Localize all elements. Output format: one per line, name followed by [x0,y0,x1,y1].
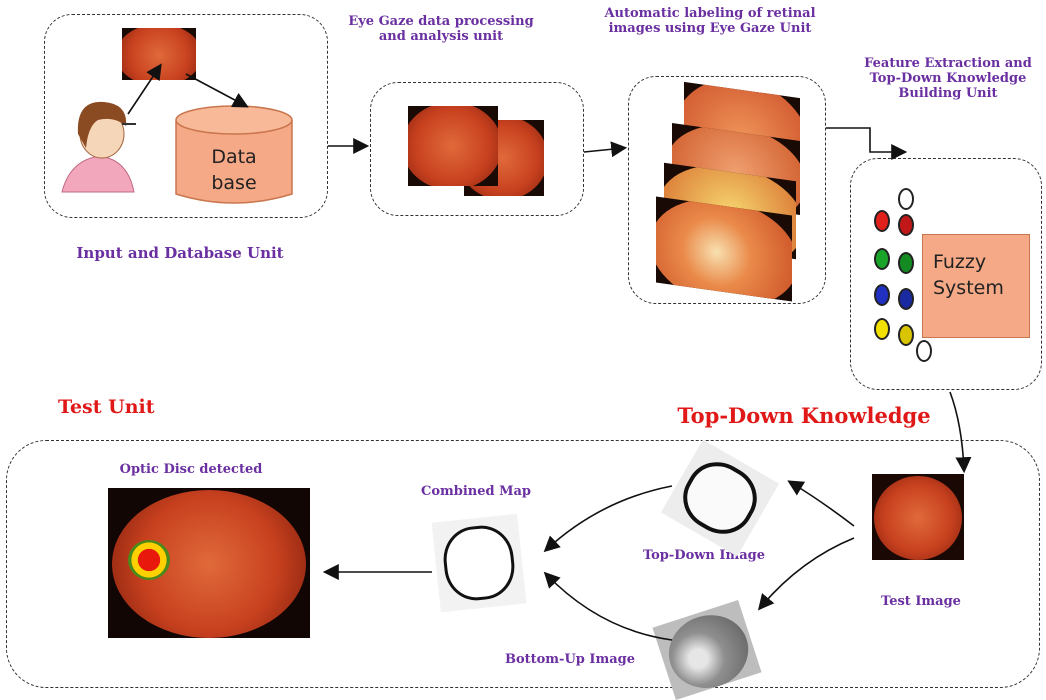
flow-arrows [0,0,1046,694]
